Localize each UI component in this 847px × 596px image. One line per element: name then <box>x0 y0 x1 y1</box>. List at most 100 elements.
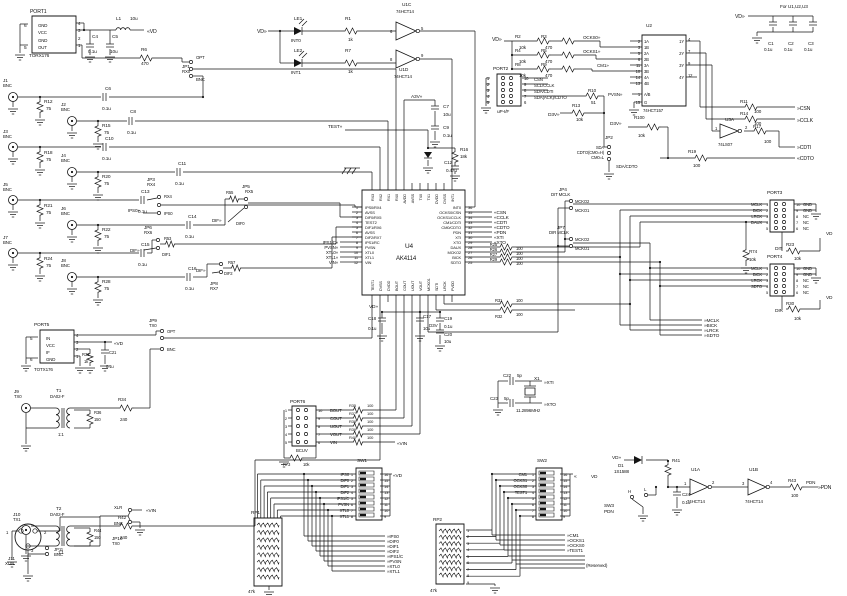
schematic-label: 4 <box>532 490 535 495</box>
schematic-label: R32 <box>495 314 503 319</box>
jumper-pad <box>569 244 572 247</box>
jumper-pad <box>782 266 785 269</box>
schematic-label: R26 <box>490 247 498 252</box>
schematic-label: TX0 <box>149 323 157 328</box>
schematic-label: TORX176 <box>29 53 50 59</box>
schematic-label: »DIF0 <box>387 539 399 544</box>
resistor <box>743 104 759 110</box>
schematic-label: 14 <box>384 484 389 489</box>
jumper-pad <box>774 278 777 281</box>
schematic-label: CM0/CDTO <box>441 225 461 230</box>
schematic-label: BOUT <box>330 408 342 413</box>
resistor <box>498 249 514 255</box>
schematic-label: 100 <box>754 109 762 114</box>
resistor <box>352 415 364 421</box>
sw1-dip-switch <box>360 501 366 505</box>
schematic-label: 2 <box>487 82 490 87</box>
schematic-label: UOUT <box>330 424 342 429</box>
schematic-label: 0.1u <box>444 324 453 329</box>
schematic-label: PVSN <box>365 245 376 250</box>
wire <box>302 53 307 58</box>
schematic-label: 10 <box>796 266 801 271</box>
schematic-label: LE2 <box>294 48 303 54</box>
schematic-label: R8 <box>515 62 521 67</box>
jumper-pad <box>509 82 512 85</box>
schematic-label: H <box>628 489 631 494</box>
schematic-label: 11 <box>563 502 568 507</box>
schematic-label: 0.1u <box>185 234 194 240</box>
schematic-label: 10 <box>636 69 641 74</box>
schematic-label: IPS0 <box>164 211 173 216</box>
schematic-label: R4 <box>515 48 521 53</box>
schematic-label: J10 <box>13 512 21 518</box>
resistor <box>37 100 43 114</box>
schematic-label: IPS0/RX4 <box>365 205 382 210</box>
schematic-label: 3B <box>644 69 649 74</box>
schematic-label: PDN <box>806 480 815 485</box>
jumper-pad <box>128 508 131 511</box>
resistor <box>570 110 586 116</box>
schematic-label: 74HCT14 <box>745 499 763 504</box>
schematic-label: RX1 <box>387 194 391 201</box>
jumper-pad <box>644 493 647 496</box>
schematic-label: »CSN <box>797 106 811 112</box>
schematic-label: X1 <box>534 376 540 382</box>
schematic-label: 16 <box>563 472 568 477</box>
schematic-label: 13 <box>563 490 568 495</box>
schematic-label: RP1 <box>251 510 260 516</box>
schematic-label: PVSN <box>338 502 349 507</box>
schematic-label: MCLK <box>751 266 762 271</box>
schematic-label: R20 <box>102 174 111 180</box>
resistor <box>786 306 802 312</box>
schematic-label: 9 <box>356 245 359 250</box>
resistor-network-element <box>439 542 461 546</box>
junction-dot <box>518 514 522 518</box>
resistor-network-element <box>439 535 461 539</box>
schematic-label: 0.1u <box>682 500 691 505</box>
junction-dot <box>438 310 442 314</box>
junction-dot <box>38 95 42 99</box>
schematic-label: 8 <box>532 514 535 519</box>
schematic-label: 150 <box>94 417 101 422</box>
led-le2 <box>294 59 302 67</box>
schematic-label: C4 <box>92 34 98 40</box>
resistor <box>584 93 600 99</box>
schematic-label: 11.2896MHz <box>516 408 541 413</box>
schematic-label: U1A <box>691 467 701 473</box>
schematic-label: DAUX <box>751 220 762 225</box>
schematic-label: 6 <box>532 502 535 507</box>
jumper-pad <box>219 270 222 273</box>
schematic-label: MCKO2 <box>448 250 462 255</box>
schematic-label: 150 <box>94 535 101 540</box>
schematic-label: BNC <box>3 83 12 88</box>
schematic-label: R13 <box>572 103 581 108</box>
schematic-label: LRCK <box>443 281 447 291</box>
schematic-label: 6 <box>30 357 33 362</box>
resistor-network-element <box>257 560 279 564</box>
junction-dot <box>510 502 514 506</box>
schematic-label: 7 <box>524 94 527 99</box>
schematic-label: 10 <box>796 202 801 207</box>
schematic-label: R28 <box>102 279 111 285</box>
schematic-label: 11 <box>384 502 389 507</box>
schematic-label: 0.1u <box>102 156 111 162</box>
schematic-label: TEST2 <box>365 220 378 225</box>
jumper-pad <box>189 74 192 77</box>
schematic-label: VIN» <box>329 260 339 265</box>
junction-dot <box>314 490 318 494</box>
schematic-label: 6 <box>638 57 641 62</box>
schematic-label: D3V» <box>610 121 622 127</box>
junction-dot <box>628 302 632 306</box>
sw2-box <box>536 468 562 520</box>
schematic-label: DIT <box>775 246 782 252</box>
jumper-pad <box>774 220 777 223</box>
schematic-label: 7 <box>688 49 691 54</box>
junction-dot <box>654 485 658 489</box>
schematic-label: 6 <box>318 440 321 445</box>
schematic-label: 7 <box>356 235 359 240</box>
resistor <box>498 259 514 265</box>
schematic-label: VCC <box>38 30 47 35</box>
schematic-label: C5 <box>112 34 118 40</box>
resistor-network-element <box>439 548 461 552</box>
